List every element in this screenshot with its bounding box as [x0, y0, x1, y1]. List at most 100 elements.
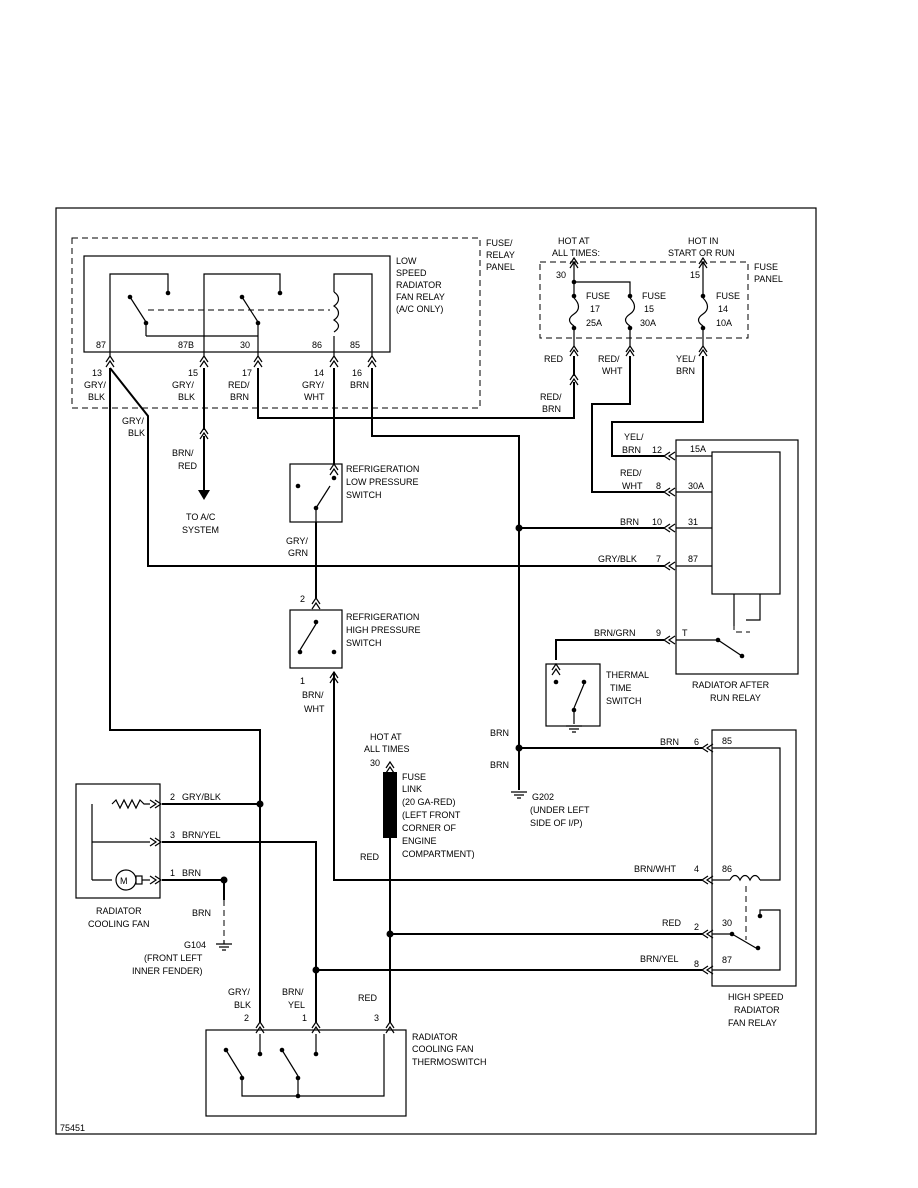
- fuse-panel-title-2: PANEL: [754, 274, 783, 284]
- wire-fan-brn: BRN: [192, 908, 211, 918]
- fuse-link-label-7: COMPARTMENT): [402, 849, 475, 859]
- ground-g202: G202 (UNDER LEFT SIDE OF I/P): [511, 791, 590, 828]
- hs-relay-pin-6: 6: [694, 737, 699, 747]
- relay-pin-15: 15: [188, 368, 198, 378]
- g202-label-2: (UNDER LEFT: [530, 805, 590, 815]
- ground-g104: G104 (FRONT LEFT INNER FENDER): [132, 940, 232, 976]
- after-run-term-87: 87: [688, 554, 698, 564]
- after-run-wire-yel-brn-1: YEL/: [624, 432, 644, 442]
- fan-motor-label: M: [120, 876, 128, 886]
- relay-switch-1-contact: [109, 273, 169, 356]
- low-speed-relay-label-1: LOW: [396, 256, 417, 266]
- fuse-link-label-3: (20 GA-RED): [402, 797, 456, 807]
- g202-label-3: SIDE OF I/P): [530, 818, 583, 828]
- fuse-15-label-1: FUSE: [642, 291, 666, 301]
- hot-in-start-1: HOT IN: [688, 236, 718, 246]
- wire-gry-blk-bottom-1: GRY/: [228, 987, 250, 997]
- hs-relay-wire-red: RED: [662, 918, 682, 928]
- relay-terminal-30: 30: [240, 340, 250, 350]
- low-pressure-switch-label-3: SWITCH: [346, 490, 382, 500]
- to-ac-2: SYSTEM: [182, 525, 219, 535]
- hs-relay-label-3: FAN RELAY: [728, 1018, 777, 1028]
- wiring: [109, 356, 704, 1022]
- fan-pin-2-wire: GRY/BLK: [182, 792, 221, 802]
- g104-label-2: (FRONT LEFT: [144, 953, 203, 963]
- high-pressure-switch-label-3: SWITCH: [346, 638, 382, 648]
- fuse-out-wire-yel-brn-2: BRN: [676, 366, 695, 376]
- fuse-link-hot-1: HOT AT: [370, 732, 402, 742]
- thermal-time-switch-label-2: TIME: [610, 683, 632, 693]
- thermoswitch-pin-1: 1: [302, 1013, 307, 1023]
- wire-red-thermo: RED: [358, 993, 378, 1003]
- relay-switch-2-contact: [203, 273, 281, 356]
- hs-relay-pin-2: 2: [694, 922, 699, 932]
- wire-brn-red-2: RED: [178, 461, 198, 471]
- after-run-wire-brn: BRN: [620, 517, 639, 527]
- radiator-fan-label-1: RADIATOR: [96, 906, 142, 916]
- wire-red-fuse-link: RED: [360, 852, 380, 862]
- fuse-relay-panel-title-2: RELAY: [486, 250, 515, 260]
- thermal-time-switch: THERMAL TIME SWITCH: [545, 662, 649, 733]
- relay-pin-14-wire-1: GRY/: [302, 380, 324, 390]
- hs-relay-wire-brn-yel: BRN/YEL: [640, 954, 679, 964]
- after-run-pin-12: 12: [652, 445, 662, 455]
- fuse-17-label-3: 25A: [586, 318, 602, 328]
- fuse-17-label-1: FUSE: [586, 291, 610, 301]
- relay-pin-16-wire-1: BRN: [350, 380, 369, 390]
- radiator-fan-label-2: COOLING FAN: [88, 919, 150, 929]
- fuse-link-label-5: CORNER OF: [402, 823, 457, 833]
- after-run-relay-label-1: RADIATOR AFTER: [692, 680, 770, 690]
- relay-pin-15-wire-1: GRY/: [172, 380, 194, 390]
- after-run-wire-red-wht-1: RED/: [620, 468, 642, 478]
- high-pressure-switch-pin-2: 2: [300, 594, 305, 604]
- after-run-wire-yel-brn-2: BRN: [622, 445, 641, 455]
- fuse-out-wire-red: RED: [544, 354, 564, 364]
- thermoswitch-pin-3: 3: [374, 1013, 379, 1023]
- hot-at-all-times-2: ALL TIMES:: [552, 248, 600, 258]
- fuse-panel-terminal-30: 30: [556, 270, 566, 280]
- radiator-cooling-fan: M 2 GRY/BLK 3 BRN/YEL 1 BRN RADIATOR COO…: [75, 783, 221, 929]
- cooling-fan-thermoswitch: 2 1 3 RADIATOR COOLING FAN THERMOSWITCH: [205, 1013, 487, 1117]
- fan-pin-1-wire: BRN: [182, 868, 201, 878]
- after-run-pin-9: 9: [656, 628, 661, 638]
- fuse-out-wire-yel-brn-1: YEL/: [676, 354, 696, 364]
- relay-pin-17: 17: [242, 368, 252, 378]
- fuse-panel-terminal-15: 15: [690, 270, 700, 280]
- fuse-15-label-2: 15: [644, 304, 654, 314]
- wire-brn-mid-2: BRN: [490, 760, 509, 770]
- low-speed-relay-label-5: (A/C ONLY): [396, 304, 443, 314]
- after-run-term-15a: 15A: [690, 444, 706, 454]
- after-run-relay: YEL/ BRN 12 15A RED/ WHT 8 30A BRN 10 31…: [594, 432, 799, 703]
- low-speed-relay-label-4: FAN RELAY: [396, 292, 445, 302]
- high-pressure-switch-label-2: HIGH PRESSURE: [346, 625, 421, 635]
- wire-gry-grn-2: GRN: [288, 548, 308, 558]
- fuse-link: HOT AT ALL TIMES 30 FUSE LINK (20 GA-RED…: [364, 732, 475, 859]
- fuse-relay-panel-border: [71, 237, 481, 409]
- fuse-relay-panel-title-1: FUSE/: [486, 238, 513, 248]
- wire-gry-blk-side-2: BLK: [128, 428, 145, 438]
- g104-label-1: G104: [184, 940, 206, 950]
- relay-pin-14-wire-2: WHT: [304, 392, 325, 402]
- low-speed-relay-label-3: RADIATOR: [396, 280, 442, 290]
- after-run-pin-8: 8: [656, 481, 661, 491]
- relay-pin-13: 13: [92, 368, 102, 378]
- fan-pin-1: 1: [170, 868, 175, 878]
- fuse-out-wire-red-wht-2: WHT: [602, 366, 623, 376]
- hs-relay-pin-8: 8: [694, 959, 699, 969]
- low-pressure-switch-label-1: REFRIGERATION: [346, 464, 419, 474]
- wire-brn-red-1: BRN/: [172, 448, 194, 458]
- after-run-wire-brn-grn: BRN/GRN: [594, 628, 636, 638]
- low-pressure-switch-label-2: LOW PRESSURE: [346, 477, 419, 487]
- relay-pin-16: 16: [352, 368, 362, 378]
- after-run-wire-gry-blk: GRY/BLK: [598, 554, 637, 564]
- hs-relay-wire-brn-wht: BRN/WHT: [634, 864, 676, 874]
- hs-relay-term-87: 87: [722, 955, 732, 965]
- relay-pin-13-wire-1: GRY/: [84, 380, 106, 390]
- hot-in-start-2: START OR RUN: [668, 248, 735, 258]
- hs-relay-label-1: HIGH SPEED: [728, 992, 784, 1002]
- thermoswitch-label-2: COOLING FAN: [412, 1044, 474, 1054]
- hs-relay-term-86: 86: [722, 864, 732, 874]
- high-pressure-switch-pin-1: 1: [300, 676, 305, 686]
- fuse-link-label-2: LINK: [402, 784, 422, 794]
